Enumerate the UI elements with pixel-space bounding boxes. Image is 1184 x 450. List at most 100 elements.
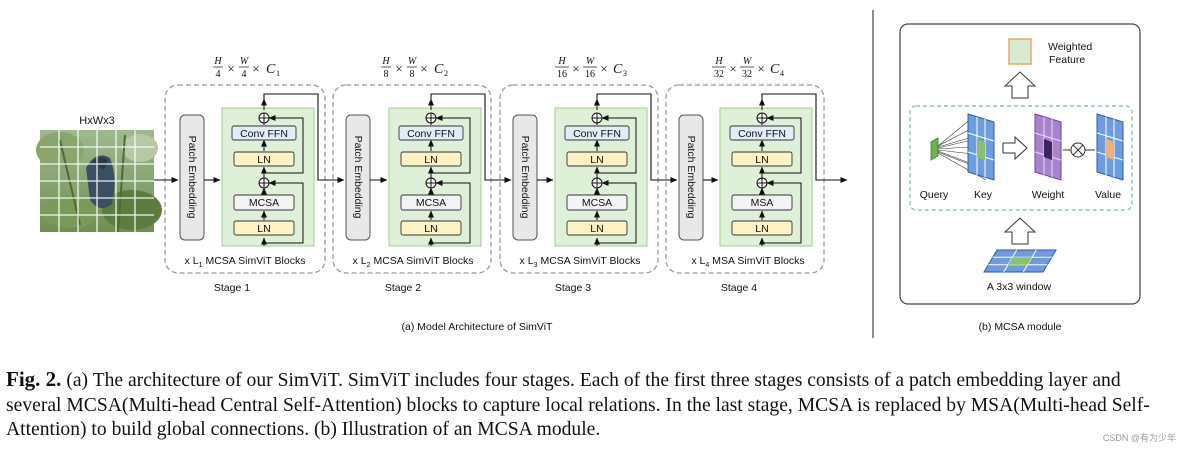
patch-embedding-label: Patch Embedding: [186, 136, 198, 219]
svg-text:×: ×: [572, 61, 579, 76]
svg-text:W: W: [240, 56, 250, 67]
value-tensor: [1096, 113, 1124, 181]
patch-embedding-box: [678, 114, 704, 241]
attention-box: [731, 194, 793, 211]
right-arrow-icon: [1002, 135, 1028, 161]
svg-text:×: ×: [600, 61, 607, 76]
stage-1: Patch Embedding Conv FFN LN MCSA LN x L1…: [164, 56, 326, 294]
svg-text:32: 32: [742, 69, 752, 80]
conv-ffn-label: Conv FFN: [240, 128, 288, 140]
ln-box: [400, 220, 462, 236]
conv-ffn-label: Conv FFN: [407, 128, 455, 140]
key-tensor: [967, 113, 995, 181]
svg-text:H: H: [381, 56, 390, 67]
svg-text:W: W: [743, 56, 753, 67]
patch-embedding-box: [345, 114, 371, 241]
multiply-icon: [1063, 142, 1095, 158]
svg-text:16: 16: [585, 69, 595, 80]
weighted-feature-icon: [1008, 38, 1032, 65]
attention-box: [233, 194, 295, 211]
ln-label: LN: [755, 154, 768, 166]
ln-label: LN: [257, 223, 270, 235]
subcaption-a: (a) Model Architecture of SimViT: [402, 321, 554, 333]
figure-caption-text: (a) The architecture of our SimViT. SimV…: [6, 370, 1150, 440]
conv-ffn-box: [729, 125, 795, 141]
svg-text:3: 3: [623, 69, 627, 78]
ln-label: LN: [755, 223, 768, 235]
svg-text:×: ×: [420, 61, 427, 76]
ln-label: LN: [424, 154, 437, 166]
conv-ffn-label: Conv FFN: [573, 128, 621, 140]
attention-box: [566, 194, 628, 211]
window-grid: [983, 249, 1057, 273]
conv-ffn-label: Conv FFN: [738, 128, 786, 140]
input-grid: [40, 130, 154, 232]
stage-output-dim: H 32 × W 32 × C 4: [712, 56, 784, 80]
svg-text:H: H: [714, 56, 723, 67]
svg-text:1: 1: [276, 69, 280, 78]
svg-text:×: ×: [252, 61, 259, 76]
svg-text:C: C: [770, 62, 780, 77]
svg-text:8: 8: [410, 69, 415, 80]
svg-text:2: 2: [444, 69, 448, 78]
figure-label: Fig. 2.: [6, 367, 62, 391]
stage-2: Patch Embedding Conv FFN LN MCSA LN x L2…: [332, 56, 492, 294]
attention-box: [400, 194, 462, 211]
window-label: A 3x3 window: [987, 281, 1052, 293]
attention-label: MCSA: [249, 197, 279, 209]
weighted-feature-label: Weighted Feature: [1048, 41, 1095, 66]
conv-ffn-box: [231, 125, 297, 141]
ln-box: [731, 220, 793, 236]
svg-text:4: 4: [780, 69, 784, 78]
conv-ffn-box: [564, 125, 630, 141]
ln-label: LN: [424, 223, 437, 235]
stage-output-dim: H 8 × W 8 × C 2: [381, 56, 448, 80]
svg-text:16: 16: [557, 69, 567, 80]
svg-text:×: ×: [757, 61, 764, 76]
ln-box: [233, 220, 295, 236]
ln-label: LN: [257, 154, 270, 166]
attention-label: MCSA: [582, 197, 612, 209]
conv-ffn-box: [398, 125, 464, 141]
ln-box: [233, 151, 295, 167]
ln-label: LN: [590, 154, 603, 166]
svg-text:×: ×: [395, 61, 402, 76]
svg-text:C: C: [613, 62, 623, 77]
stage-flow-arrows: [154, 93, 848, 183]
svg-text:H: H: [213, 56, 222, 67]
watermark: CSDN @有为少年: [1102, 433, 1176, 443]
svg-text:C: C: [266, 62, 276, 77]
stage-3: Patch Embedding Conv FFN LN MCSA LN x L3…: [499, 56, 659, 294]
stage-label: Stage 2: [385, 282, 421, 294]
value-label: Value: [1095, 189, 1121, 201]
ln-box: [400, 151, 462, 167]
mcsa-module-panel: Weighted Feature: [899, 23, 1141, 305]
ln-box: [566, 151, 628, 167]
ln-label: LN: [590, 223, 603, 235]
attention-label: MCSA: [416, 197, 446, 209]
stage-label: Stage 1: [214, 282, 250, 294]
key-label: Key: [974, 189, 993, 201]
up-arrow-icon: [1003, 217, 1037, 245]
patch-embedding-label: Patch Embedding: [519, 136, 531, 219]
query-label: Query: [920, 189, 949, 201]
stage-label: Stage 3: [555, 282, 591, 294]
svg-text:×: ×: [729, 61, 736, 76]
svg-text:32: 32: [714, 69, 724, 80]
patch-embedding-box: [512, 114, 538, 241]
weight-label: Weight: [1032, 189, 1065, 201]
svg-text:W: W: [586, 56, 596, 67]
svg-text:4: 4: [216, 69, 221, 80]
svg-text:×: ×: [227, 61, 234, 76]
svg-text:8: 8: [384, 69, 389, 80]
query-icon: [930, 137, 939, 161]
patch-embedding-label: Patch Embedding: [352, 136, 364, 219]
svg-text:W: W: [408, 56, 418, 67]
patch-embedding-box: [179, 114, 205, 241]
